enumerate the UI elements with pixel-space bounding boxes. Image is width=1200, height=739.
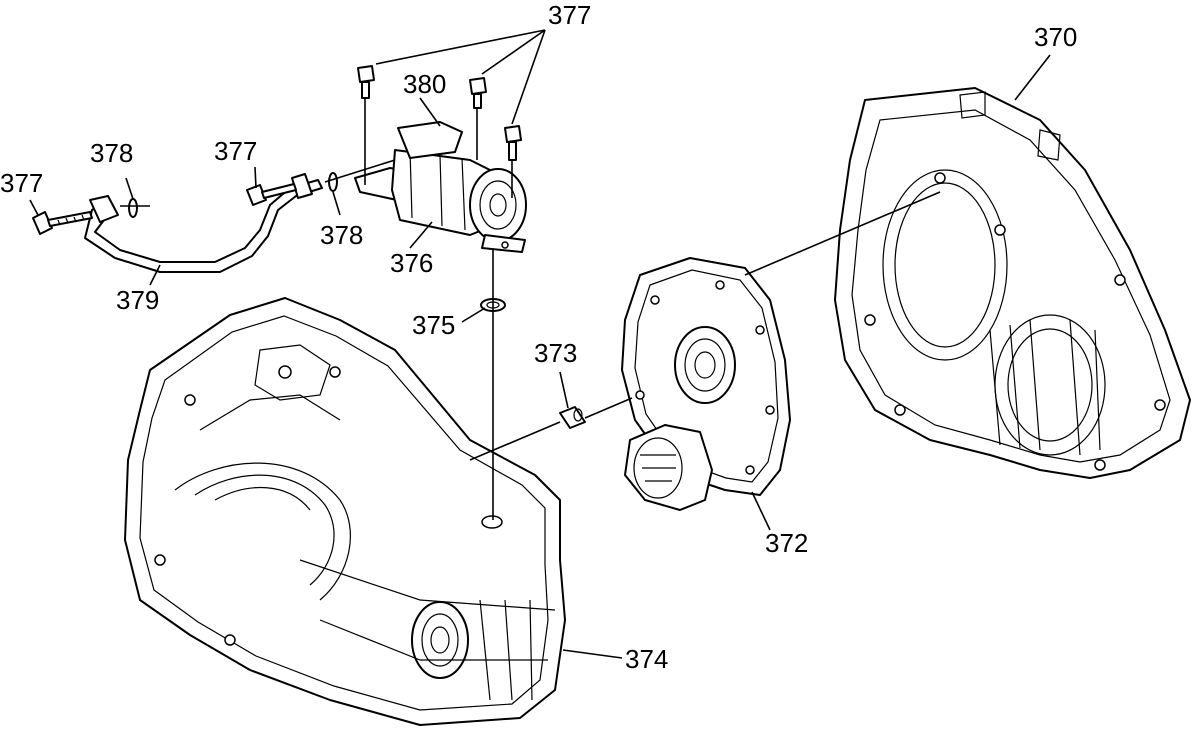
part-379-tube (84, 173, 323, 273)
part-377-bolt-top-1 (357, 65, 375, 99)
part-378-washer-right (328, 172, 338, 192)
callout-374: 374 (625, 644, 668, 674)
callout-377-mid: 377 (214, 136, 257, 166)
part-377-bolt-left (32, 211, 93, 235)
callout-372: 372 (765, 528, 808, 558)
part-377-bolt-mid (246, 183, 297, 206)
part-370-case-cover (834, 87, 1191, 479)
callout-378-right: 378 (320, 220, 363, 250)
assembly-axes (120, 98, 941, 520)
part-376-actuator (354, 121, 527, 253)
callout-375: 375 (412, 310, 455, 340)
callout-373: 373 (534, 338, 577, 368)
part-378-washer-left (128, 198, 138, 218)
callout-379: 379 (116, 285, 159, 315)
leader-lines (29, 29, 1051, 659)
part-374-transmission-case (124, 297, 566, 726)
callout-377-top: 377 (548, 0, 591, 30)
part-377-bolt-top-2 (469, 77, 487, 109)
part-377-bolt-top-3 (504, 125, 522, 161)
callout-370: 370 (1034, 22, 1077, 52)
callout-377-left: 377 (0, 168, 43, 198)
part-372-pump-plate (621, 257, 791, 511)
callout-380: 380 (403, 69, 446, 99)
part-373-sleeve (559, 406, 586, 429)
callout-labels: 377 370 380 377 378 377 378 376 379 375 … (0, 0, 1077, 674)
callout-378-left: 378 (90, 138, 133, 168)
callout-376: 376 (390, 248, 433, 278)
